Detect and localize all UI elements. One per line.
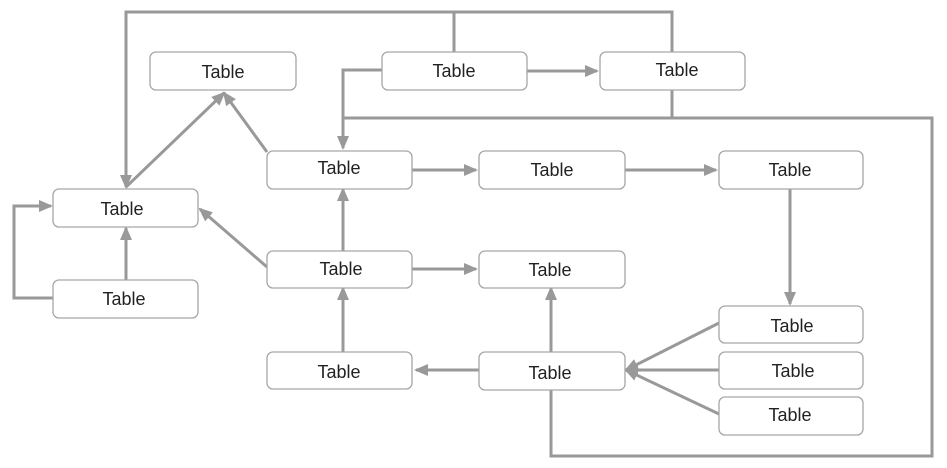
node-top-right[interactable]: Table	[599, 51, 746, 91]
edge-bottom-left-loop-to-left	[12, 200, 53, 300]
node-label: Table	[770, 316, 813, 336]
edge-right-a-to-bot-mid	[624, 321, 720, 372]
node-label: Table	[528, 363, 571, 383]
node-bot-center[interactable]: Table	[266, 351, 413, 390]
node-label: Table	[201, 62, 244, 82]
node-label: Table	[528, 260, 571, 280]
edge-right-c-to-bot-mid	[624, 368, 720, 416]
edge-top-mid-to-hub	[337, 68, 382, 150]
edge-top-right-to-hub	[343, 90, 674, 120]
node-right-b[interactable]: Table	[718, 351, 864, 390]
edge-bottom-mid-loop	[549, 116, 934, 458]
edge-top-loop-to-left	[120, 10, 456, 189]
node-right-c[interactable]: Table	[718, 396, 864, 436]
node-top-left[interactable]: Table	[149, 51, 297, 91]
edge-hub-to-top-left	[222, 91, 269, 153]
node-r2-right[interactable]: Table	[718, 150, 864, 190]
node-label: Table	[317, 158, 360, 178]
node-label: Table	[102, 289, 145, 309]
edge-left-to-top-left	[124, 91, 226, 189]
node-label: Table	[432, 61, 475, 81]
edges-layer	[12, 10, 934, 458]
node-right-a[interactable]: Table	[718, 305, 864, 344]
node-label: Table	[768, 405, 811, 425]
node-center[interactable]: Table	[266, 250, 413, 289]
edge-top-loop-right-segment	[454, 10, 674, 52]
nodes-layer: Table Table Table Table Table Table Tabl…	[52, 51, 864, 436]
node-bot-mid[interactable]: Table	[478, 351, 626, 391]
node-label: Table	[100, 199, 143, 219]
node-label: Table	[655, 60, 698, 80]
node-left[interactable]: Table	[52, 188, 199, 228]
node-label: Table	[771, 361, 814, 381]
node-label: Table	[530, 160, 573, 180]
node-label: Table	[768, 160, 811, 180]
node-label: Table	[317, 362, 360, 382]
edge-center-to-left	[198, 207, 268, 269]
node-r3-mid[interactable]: Table	[478, 250, 626, 289]
node-top-mid[interactable]: Table	[381, 51, 528, 91]
node-bottom-left[interactable]: Table	[52, 279, 199, 319]
node-label: Table	[319, 259, 362, 279]
node-r2-mid[interactable]: Table	[478, 150, 626, 190]
node-hub[interactable]: Table	[266, 150, 413, 190]
